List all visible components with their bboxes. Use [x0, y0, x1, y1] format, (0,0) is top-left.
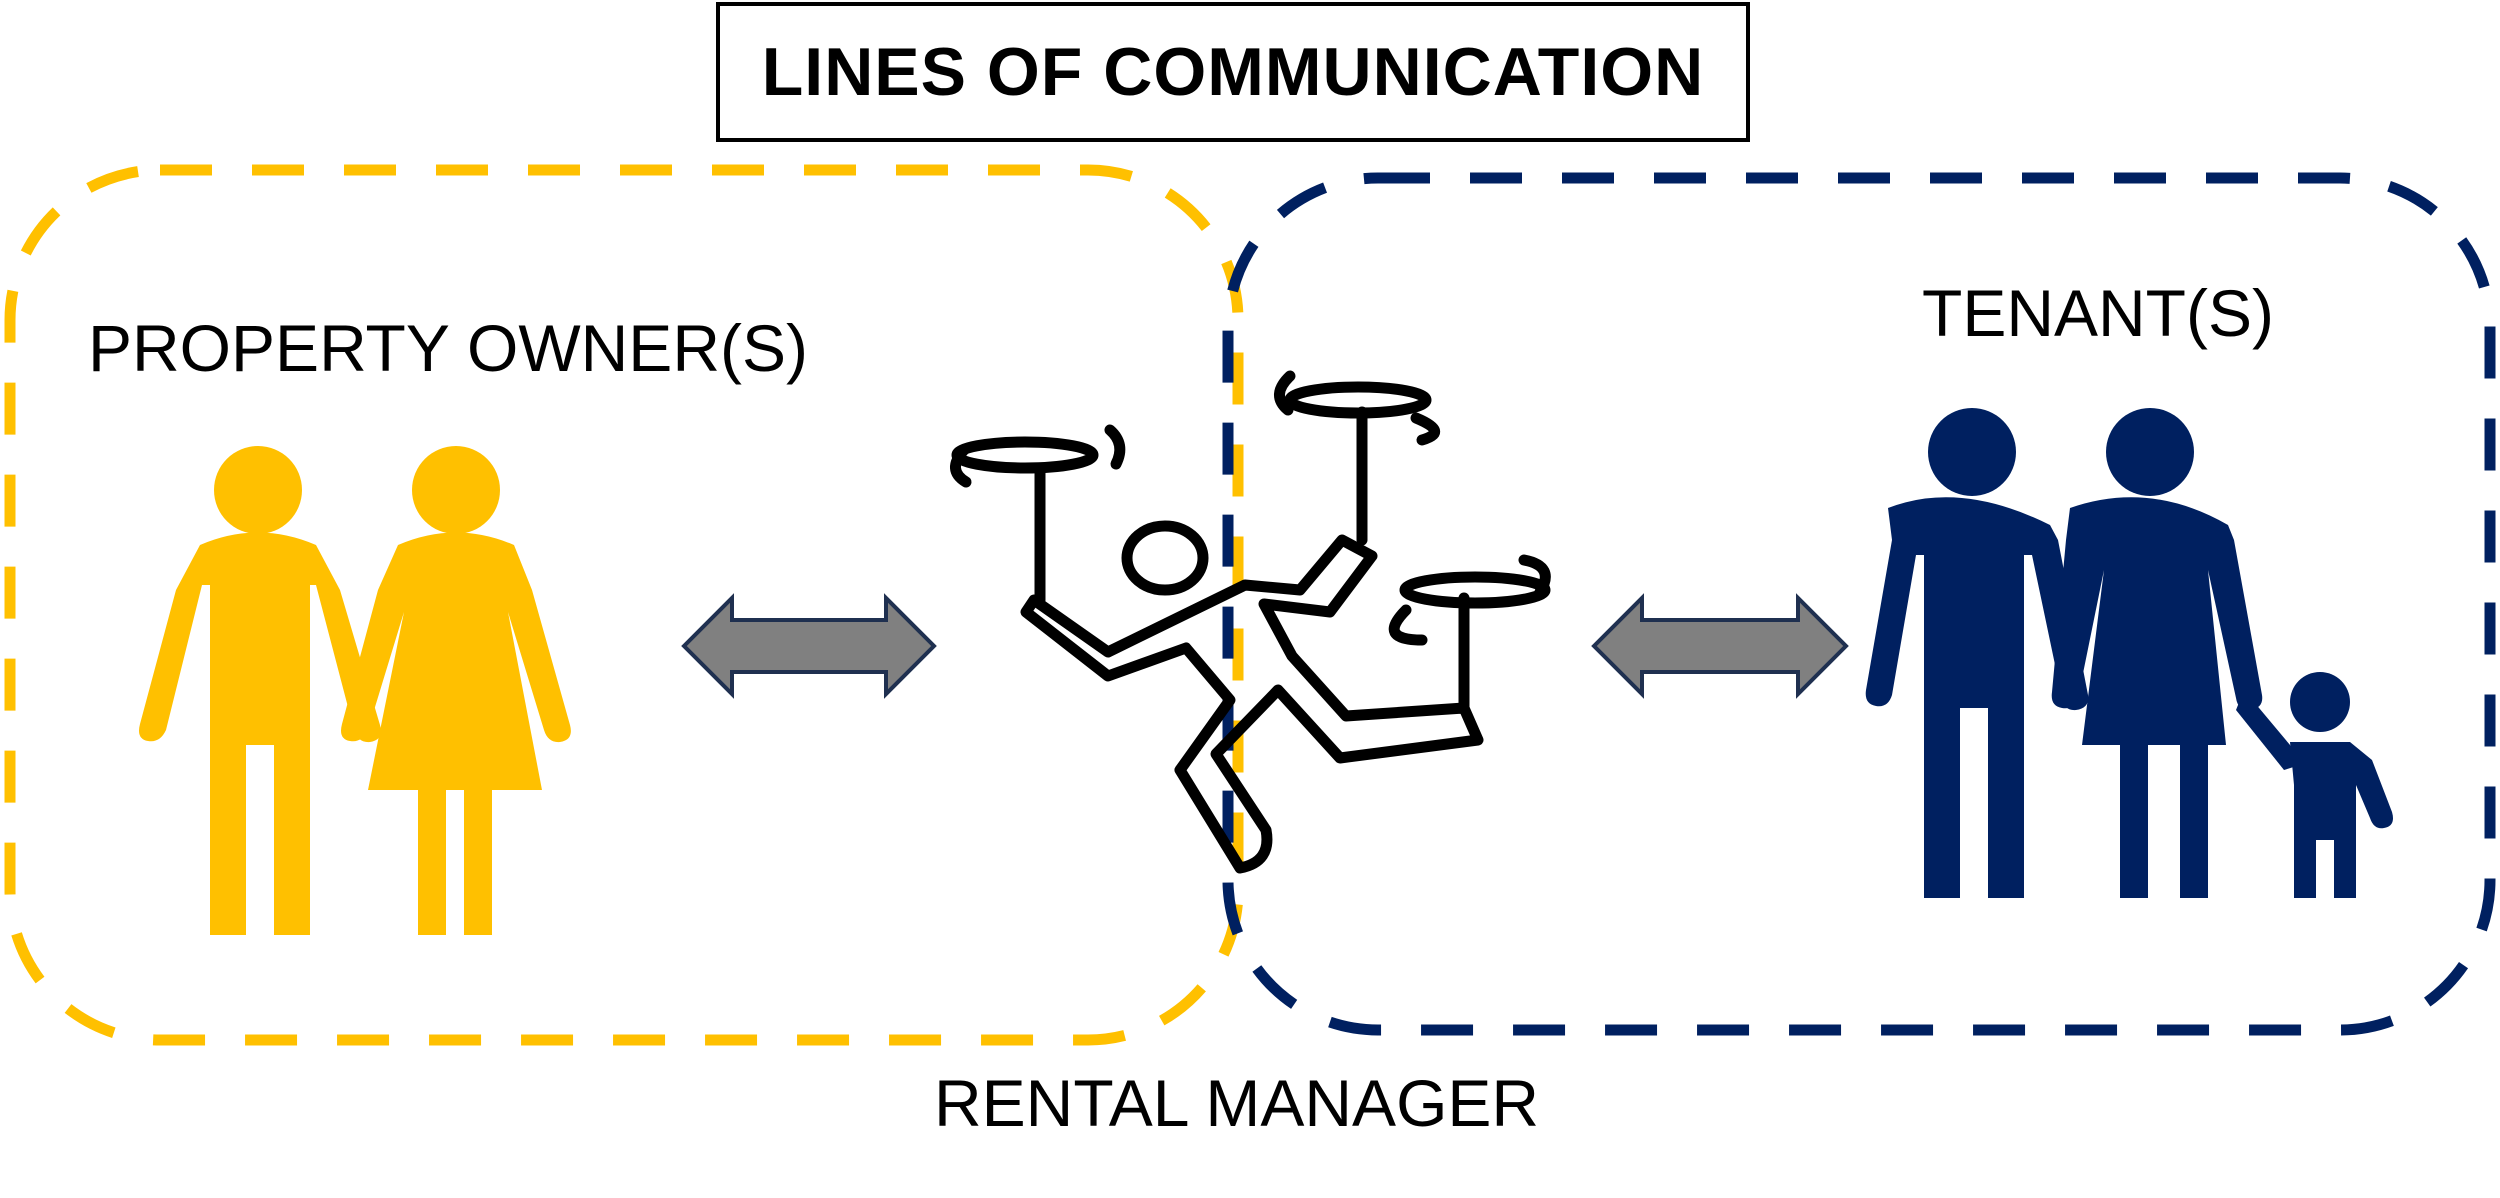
- double-arrow-icon: [681, 593, 937, 699]
- couple-icon: [139, 446, 571, 935]
- property-owners-label: PROPERTY OWNER(S): [88, 311, 808, 385]
- title-box: LINES OF COMMUNICATION: [716, 2, 1750, 142]
- rental-manager-label: RENTAL MANAGER: [934, 1066, 1540, 1140]
- double-arrow-icon: [1591, 593, 1849, 699]
- diagram-title: LINES OF COMMUNICATION: [761, 34, 1705, 110]
- tenants-region: [1222, 172, 2496, 1036]
- owners-region: [4, 164, 1244, 1046]
- tenants-label: TENANT(S): [1922, 276, 2274, 350]
- family-icon: [1865, 408, 2393, 898]
- plate-juggler-icon: [950, 370, 1551, 874]
